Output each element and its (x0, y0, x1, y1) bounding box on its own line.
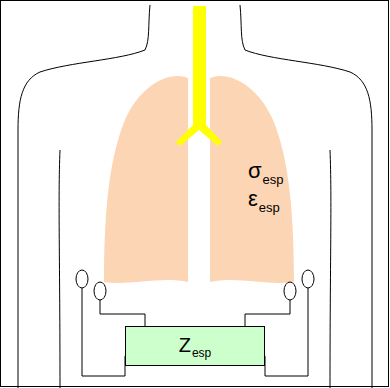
subscript: esp (259, 201, 280, 214)
right-lung (210, 76, 294, 283)
trachea (176, 6, 222, 146)
left-lung (104, 76, 188, 283)
wire (100, 300, 145, 326)
electrode (302, 270, 314, 288)
torso-outline (18, 5, 372, 388)
electrode (94, 282, 106, 300)
conductivity-symbol: σ (248, 160, 262, 182)
permittivity-symbol: ε (248, 188, 258, 210)
electrode (76, 270, 88, 288)
subscript: esp (192, 347, 211, 359)
subscript: esp (263, 173, 284, 186)
wire (245, 300, 290, 326)
impedance-box: Zesp (125, 326, 265, 366)
symbol: Z (179, 335, 191, 355)
wire (265, 288, 308, 376)
wire (82, 288, 125, 376)
electrode (284, 282, 296, 300)
